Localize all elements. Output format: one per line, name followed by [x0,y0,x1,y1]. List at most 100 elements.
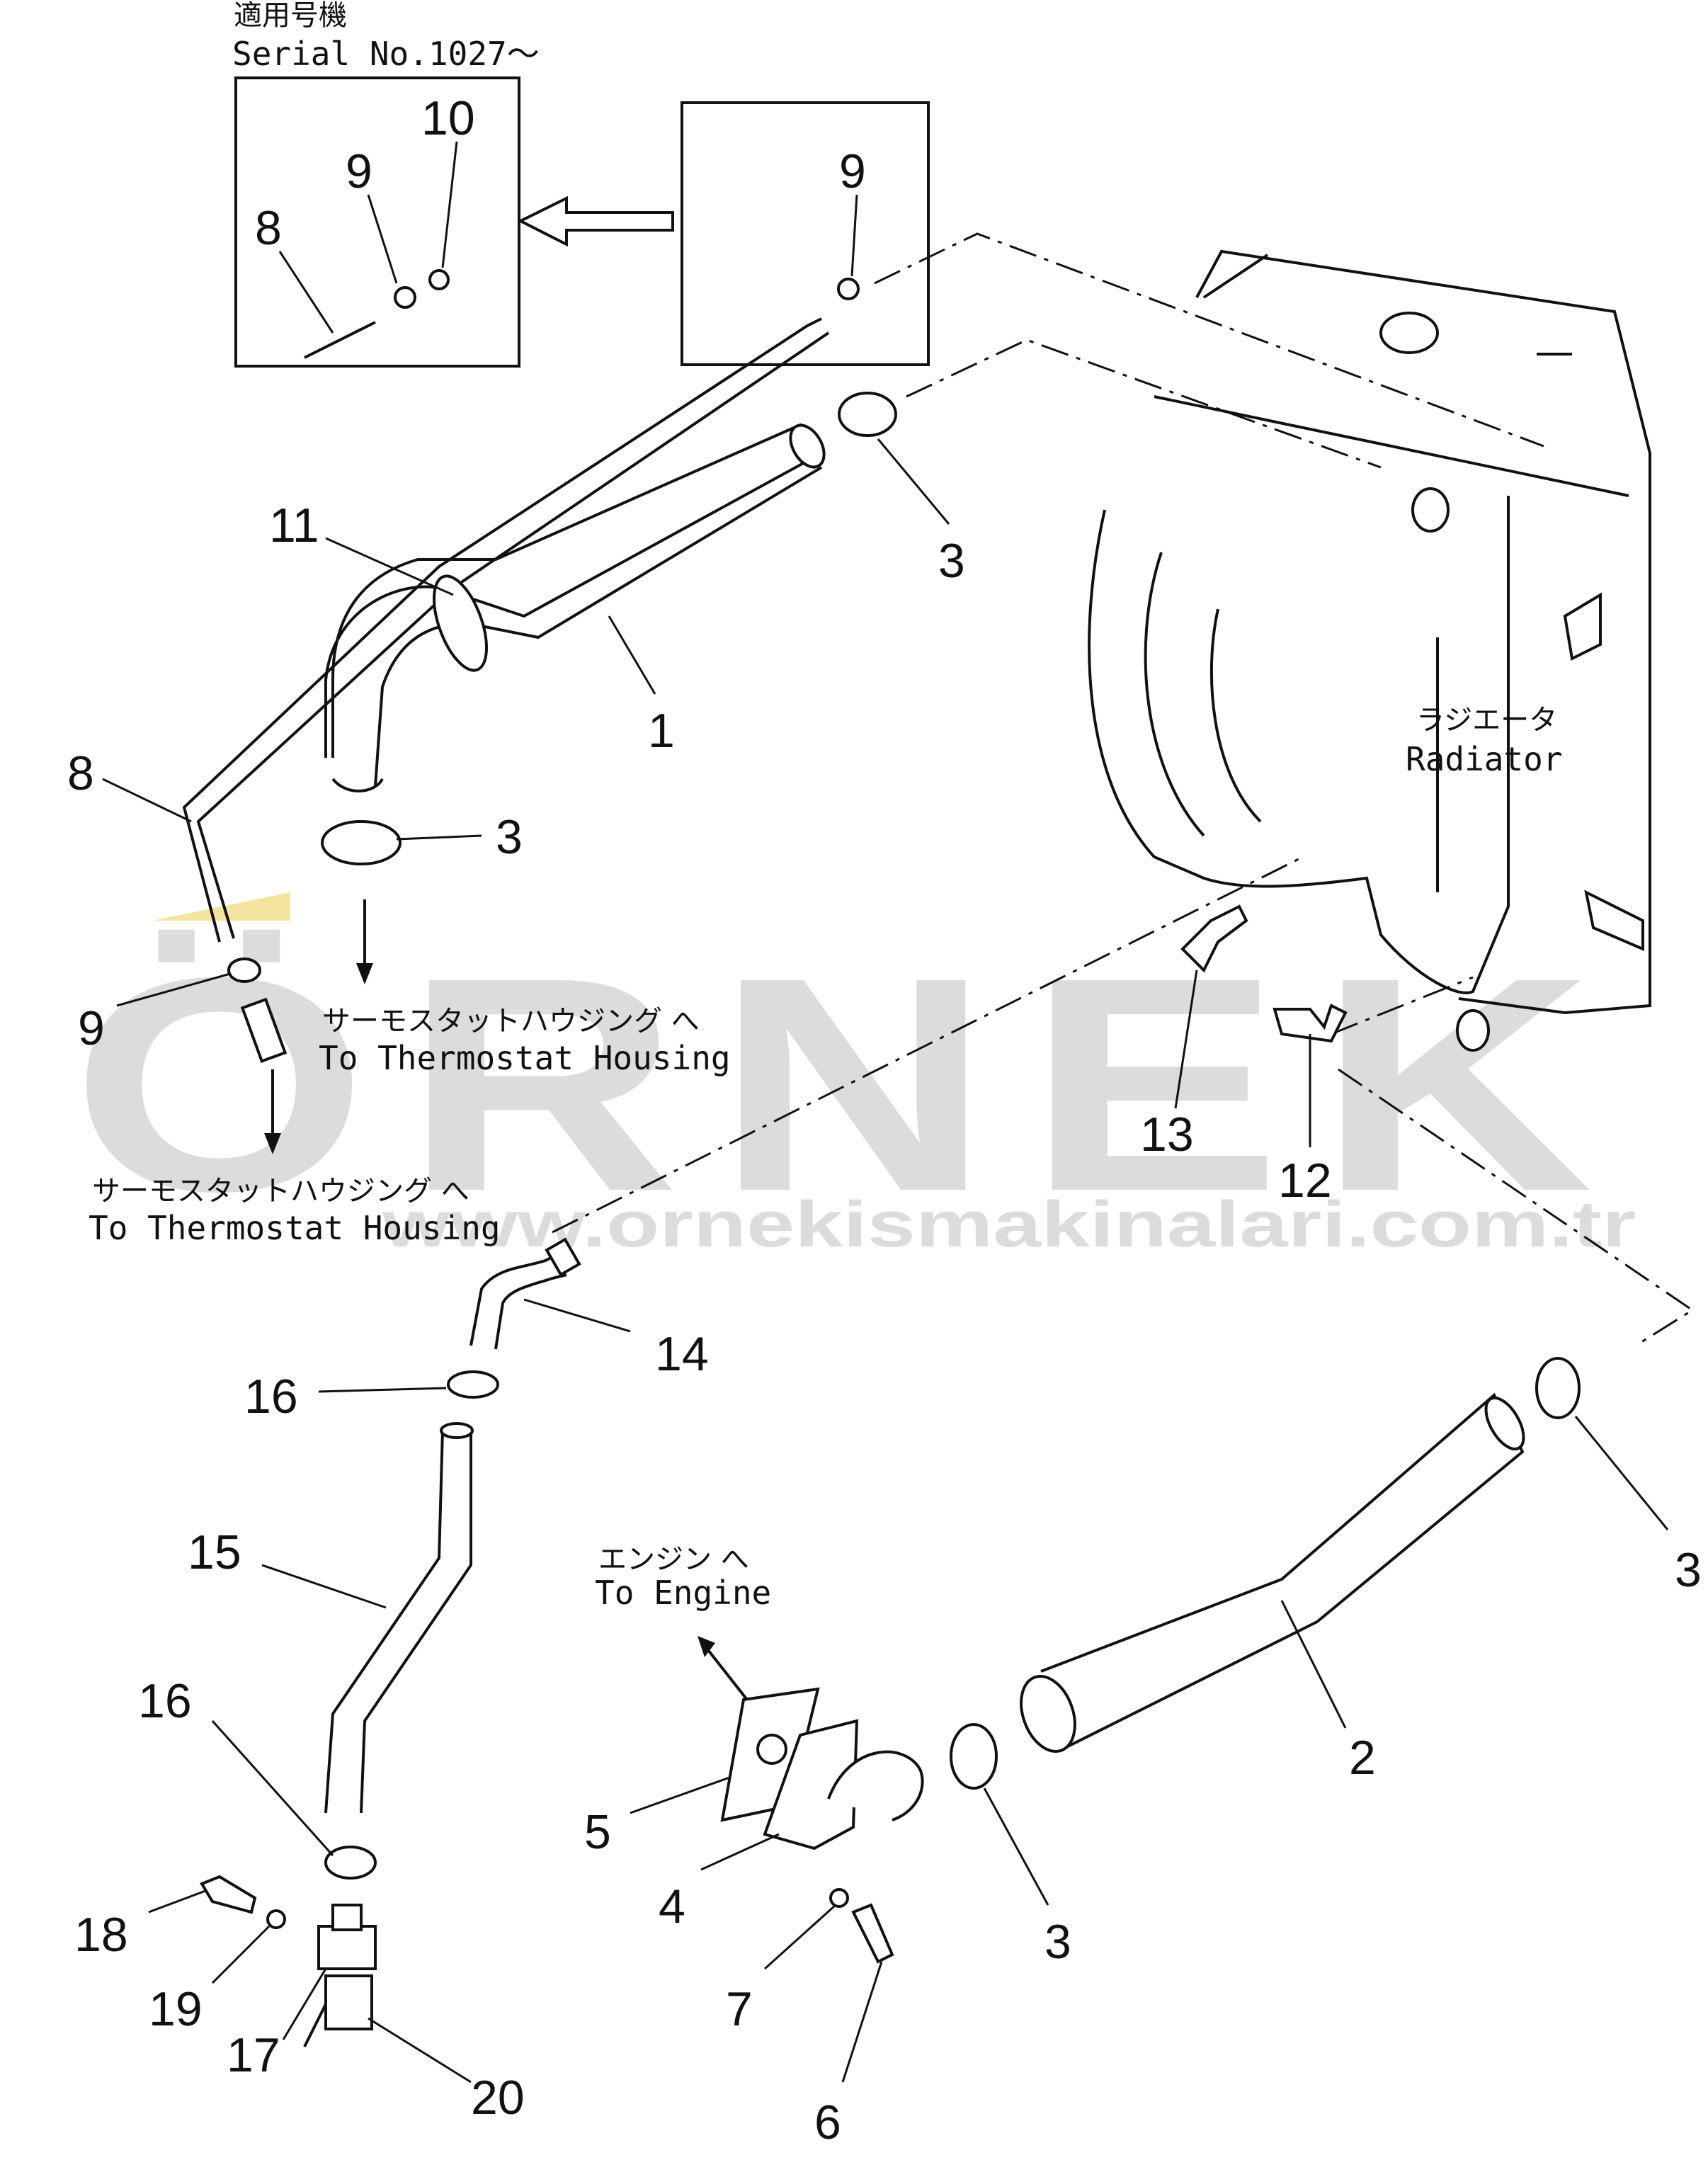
callout-18: 18 [74,1908,128,1962]
serial-number-inset: 適用号機 Serial No.1027～ 8 9 10 [232,0,540,368]
radiator-cap-circle [1379,312,1439,354]
callouts: 3 11 1 8 3 9 13 12 14 16 15 3 2 16 5 4 3… [67,499,1702,2149]
fitting-17-top [331,1904,363,1931]
callout-10: 10 [421,91,475,145]
callout-3-top: 3 [938,534,965,588]
alignment-line-3-top [906,339,1382,469]
leader-3-right [1574,1416,1669,1530]
radiator-tank-cap [1154,254,1629,497]
callout-19: 19 [149,1982,203,2036]
leader-20 [368,2017,472,2084]
alignment-line-9 [874,232,1544,448]
leader-8 [102,778,192,823]
clamp-16-top [447,1370,499,1399]
leader-11 [325,537,454,596]
watermark-url: www.ornekismakinalari.com.tr [382,1188,1636,1261]
hose-14-fitting [545,1237,581,1277]
arrow-engine [707,1649,748,1701]
valve-20-stem [303,2003,327,2047]
inset-leader-8 [278,251,334,334]
callout-6: 6 [814,2096,841,2149]
callout-1: 1 [648,704,675,758]
bolt-18 [200,1875,257,1914]
thermostat-jp-label-1: サーモスタットハウジング へ [322,1005,700,1038]
arrowhead-engine [698,1636,715,1657]
hose-15-top [440,1422,474,1439]
leader-13 [1174,970,1198,1109]
hose-1-end [789,424,826,469]
radiator-bracket [1563,592,1644,952]
callout-3-right: 3 [1675,1543,1702,1597]
callout-15: 15 [188,1525,241,1579]
serial-label: Serial No.1027～ [232,35,540,73]
callout-9: 9 [78,1001,105,1055]
clamp-3-right [1535,1357,1581,1419]
elbow-4-pipe [827,1750,924,1821]
engine-jp-label: エンジン へ [598,1543,749,1576]
inset-leader-9 [367,194,398,284]
leader-15 [261,1564,387,1609]
leader-17 [282,1968,327,2040]
clamp-9 [227,957,261,983]
leader-5 [630,1776,730,1814]
leader-1 [608,615,656,695]
callout-13: 13 [1140,1108,1194,1161]
leader-3-bottom [983,1787,1049,1906]
leader-16-top [318,1387,447,1393]
serial-inset-box [234,76,520,368]
engine-label: To Engine [595,1574,771,1612]
clamp-3-bottom [950,1723,998,1790]
callout-5: 5 [584,1805,611,1859]
inset-arrow [517,195,674,247]
radiator-label: Radiator [1406,740,1563,778]
callout-17: 17 [227,2028,280,2082]
leader-14 [523,1298,631,1333]
callout-7: 7 [726,1982,753,2036]
leader-2 [1280,1600,1347,1729]
leader-16-bottom [211,1720,334,1857]
leader-9 [116,972,231,1007]
callout-16-bottom: 16 [138,1674,192,1728]
thermostat-label-1: To Thermostat Housing [319,1039,731,1077]
arrowhead-thermostat-2 [264,1133,281,1154]
hose-1-body [324,423,824,758]
callout-14: 14 [655,1327,709,1381]
callout-4: 4 [659,1880,685,1933]
alignment-lines [552,232,1695,1347]
fitting-17 [317,1925,377,1970]
watermark: ÖRNEK www.ornekismakinalari.com.tr [71,892,1636,1261]
before-inset-box [681,101,930,366]
washer-19 [266,1909,286,1929]
hose-15 [324,1430,472,1814]
hose-2-far-end [1484,1396,1525,1451]
callout-9-inset: 9 [346,144,372,198]
hose-14 [469,1252,567,1350]
valve-20 [324,1974,373,2030]
watermark-accent-shape [152,892,290,921]
hose-2 [1040,1392,1525,1751]
serial-jp-label: 適用号機 [234,0,347,32]
thermostat-jp-label-2: サーモスタットハウジング へ [92,1175,469,1207]
leader-7 [763,1904,837,1970]
clamp-3-top [838,392,897,437]
elbow-12 [1273,1004,1348,1043]
bolt-6 [851,1903,894,1964]
callout-3-mid: 3 [496,810,523,864]
tube-8 [182,317,830,943]
callout-9-before: 9 [839,144,866,198]
callout-16-top: 16 [244,1370,298,1423]
callout-2: 2 [1349,1731,1376,1785]
washer-7 [829,1888,849,1908]
leader-4 [700,1833,780,1871]
leader-3-top [877,438,950,525]
callout-12: 12 [1278,1154,1332,1207]
radiator-tank-top [1195,249,1651,1015]
radiator-jp-label: ラジエータ [1416,704,1557,737]
callout-11: 11 [269,499,319,552]
alignment-line-13 [552,856,1304,1234]
gasket-5-hole [756,1734,787,1765]
callout-3-bottom: 3 [1044,1915,1071,1969]
clamp-3-mid [321,820,402,865]
arrowhead-thermostat-1 [356,963,373,984]
clamp-16-bottom [324,1846,377,1880]
